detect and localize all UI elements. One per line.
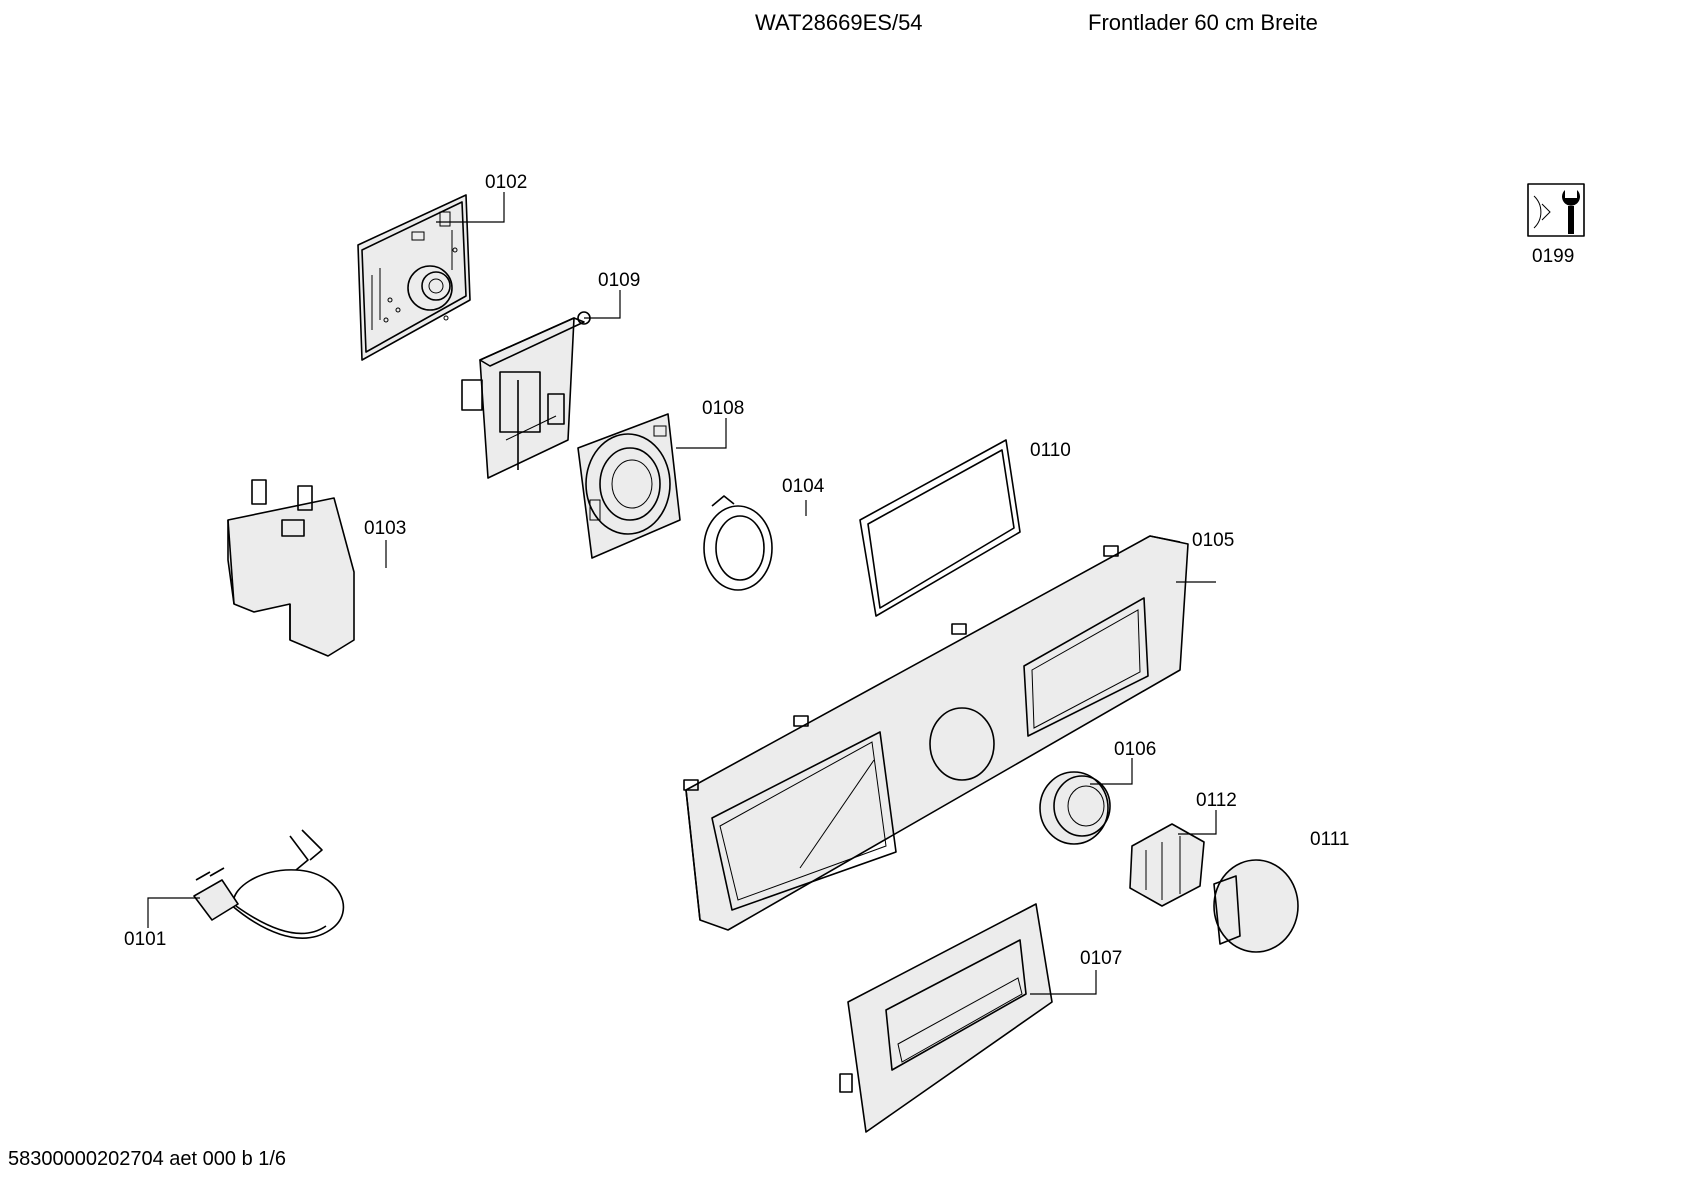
part-0109-bracket[interactable] xyxy=(461,311,591,479)
product-description: Frontlader 60 cm Breite xyxy=(1088,10,1318,35)
part-0102-circuit-board[interactable] xyxy=(357,194,471,361)
leader-0112 xyxy=(1178,810,1217,835)
part-0105-control-panel[interactable] xyxy=(683,535,1189,931)
part-0101-mains-cable[interactable] xyxy=(193,829,345,939)
part-0108-selector-housing[interactable] xyxy=(577,413,681,559)
part-0112-knob-adaptor[interactable] xyxy=(1129,823,1205,907)
leader-0108 xyxy=(676,418,727,449)
wrench-icon[interactable] xyxy=(1527,183,1585,237)
part-label-0103: 0103 xyxy=(364,518,406,539)
part-label-0111: 0111 xyxy=(1310,829,1349,850)
leader-0106 xyxy=(1090,758,1133,785)
part-0103-filter-block[interactable] xyxy=(227,479,355,657)
part-label-0110: 0110 xyxy=(1030,440,1071,461)
leader-0107 xyxy=(1030,970,1097,995)
part-label-0106: 0106 xyxy=(1114,739,1156,760)
part-0107-drawer-handle[interactable] xyxy=(839,903,1053,1133)
model-number: WAT28669ES/54 xyxy=(755,10,923,35)
part-label-0199: 0199 xyxy=(1532,246,1574,267)
part-label-0109: 0109 xyxy=(598,270,640,291)
part-label-0101: 0101 xyxy=(124,929,166,950)
part-label-0108: 0108 xyxy=(702,398,744,419)
part-0106-knob-bezel[interactable] xyxy=(1039,771,1111,845)
part-label-0104: 0104 xyxy=(782,476,825,497)
part-label-0112: 0112 xyxy=(1196,790,1237,811)
part-label-0102: 0102 xyxy=(485,172,527,193)
leader-0102 xyxy=(436,192,505,223)
part-0111-selector-knob[interactable] xyxy=(1213,859,1299,953)
document-code: 58300000202704 aet 000 b 1/6 xyxy=(8,1148,287,1170)
part-0110-display-window[interactable] xyxy=(859,439,1021,617)
leader-0101 xyxy=(147,897,200,928)
part-label-0105: 0105 xyxy=(1192,530,1234,551)
part-label-0107: 0107 xyxy=(1080,948,1122,969)
part-0104-selector-ring[interactable] xyxy=(703,495,773,591)
leader-0109 xyxy=(584,290,621,319)
